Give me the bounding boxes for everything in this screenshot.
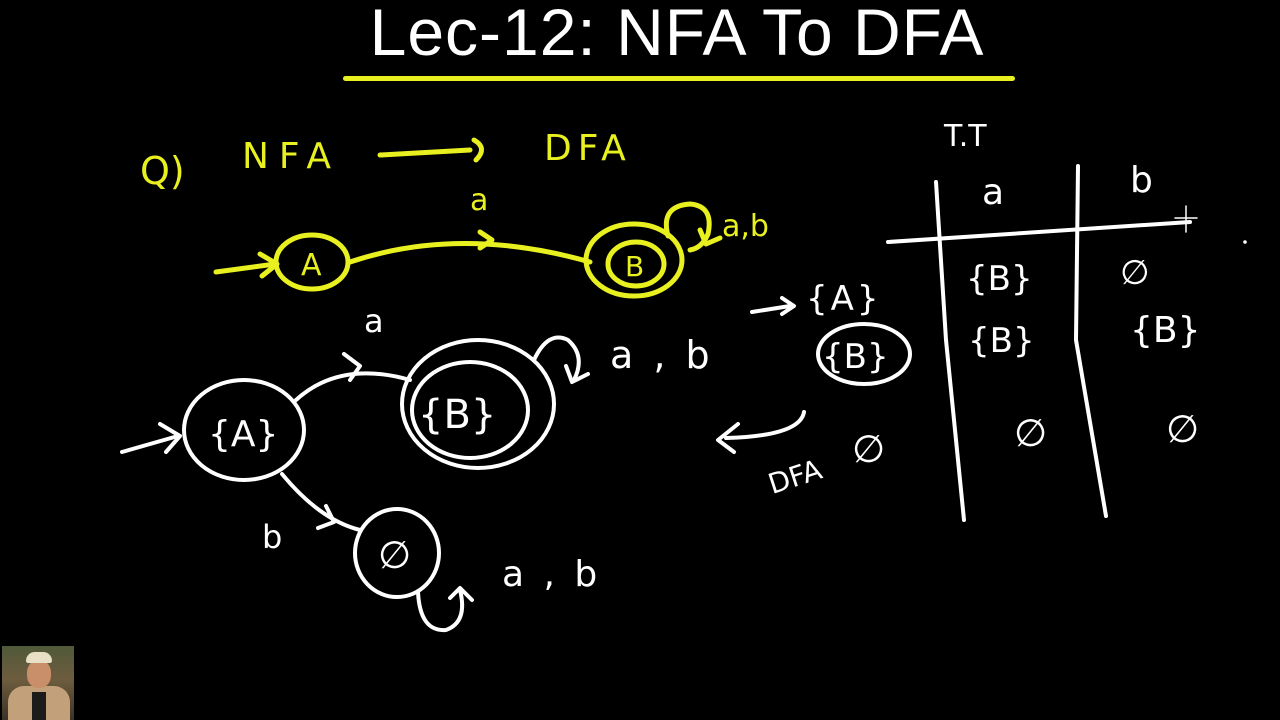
dfa-start-arrow — [120, 434, 180, 454]
table-row-1-state: {A} — [806, 279, 882, 319]
table-row-2-b: {B} — [1130, 310, 1201, 351]
dfa-state-B-outer — [400, 338, 556, 470]
arrow-head-icon — [477, 229, 495, 251]
dfa-state-A-label: {A} — [208, 414, 278, 455]
nfa-self-loop — [663, 201, 712, 253]
nfa-edge-A-B — [347, 241, 593, 265]
nfa-edge-A-B-label: a — [470, 183, 488, 218]
arrow-head-icon — [697, 227, 723, 247]
table-row-3-state: ∅ — [852, 427, 885, 471]
nfa-state-A-label: A — [301, 248, 322, 283]
title-underline — [343, 76, 1015, 81]
dfa-edge-A-empty-label: b — [262, 518, 282, 556]
slide-title: Lec-12: NFA To DFA — [369, 0, 985, 69]
question-to: DFA — [544, 128, 632, 169]
stray-dot — [1243, 240, 1247, 244]
dfa-diagram: {A} a {B} a , b b ∅ a , b — [120, 302, 714, 633]
dfa-state-empty — [353, 507, 441, 599]
dfa-edge-A-B-label: a — [364, 302, 384, 340]
question-arrow — [377, 147, 473, 158]
nfa-diagram: A a B a,b — [213, 183, 769, 299]
nfa-state-B-label: B — [625, 250, 644, 283]
arrow-head-icon — [316, 504, 336, 530]
dfa-edge-A-empty — [280, 472, 362, 532]
dfa-state-B-loop-label: a , b — [610, 333, 714, 377]
dfa-state-empty-loop-label: a , b — [502, 554, 601, 595]
dfa-state-empty-loop — [416, 588, 465, 633]
crosshair-cursor-icon — [1174, 205, 1198, 233]
arrow-head-icon — [448, 586, 474, 602]
presenter-avatar — [2, 646, 74, 720]
nfa-start-arrow — [213, 261, 278, 275]
dfa-state-B-inner — [410, 360, 530, 460]
dfa-edge-A-B — [294, 371, 412, 402]
arrow-head-icon — [342, 352, 362, 382]
arrow-head-icon — [564, 364, 590, 384]
table-row-1-b: ∅ — [1120, 253, 1150, 293]
arrow-head-icon — [471, 137, 484, 163]
table-row-2-final-circle — [816, 322, 912, 386]
question-label: Q) — [140, 149, 185, 193]
question-line: Q) NFA DFA — [140, 128, 632, 193]
dfa-state-B-loop — [532, 335, 581, 382]
table-title: T.T — [943, 119, 987, 154]
table-col-line-2 — [1074, 164, 1108, 518]
arrow-head-icon — [716, 422, 740, 454]
table-header-line — [886, 220, 1192, 244]
table-start-arrow — [750, 304, 792, 314]
table-side-note: DFA — [764, 453, 826, 501]
table-col-header-a: a — [982, 172, 1004, 213]
arrow-head-icon — [158, 422, 182, 454]
nfa-state-B-inner — [605, 239, 667, 289]
dfa-state-empty-label: ∅ — [378, 533, 411, 577]
table-col-line-1 — [934, 180, 966, 522]
arrow-head-icon — [780, 296, 796, 316]
table-row-1-a: {B} — [966, 259, 1033, 299]
nfa-state-B-outer — [583, 221, 685, 299]
dfa-back-arrow — [724, 410, 806, 440]
table-row-3-b: ∅ — [1166, 407, 1199, 451]
transition-table: T.T a b {A} {B} ∅ {B} {B} {B} ∅ ∅ ∅ DFA — [716, 119, 1201, 522]
table-col-header-b: b — [1130, 160, 1153, 201]
dfa-state-B-label: {B} — [418, 392, 496, 438]
dfa-state-A — [182, 378, 306, 482]
nfa-self-loop-label: a,b — [722, 209, 769, 244]
table-row-2-a: {B} — [968, 321, 1035, 361]
question-from: NFA — [242, 136, 341, 177]
table-row-3-a: ∅ — [1014, 411, 1047, 455]
table-row-2-state: {B} — [822, 337, 889, 377]
